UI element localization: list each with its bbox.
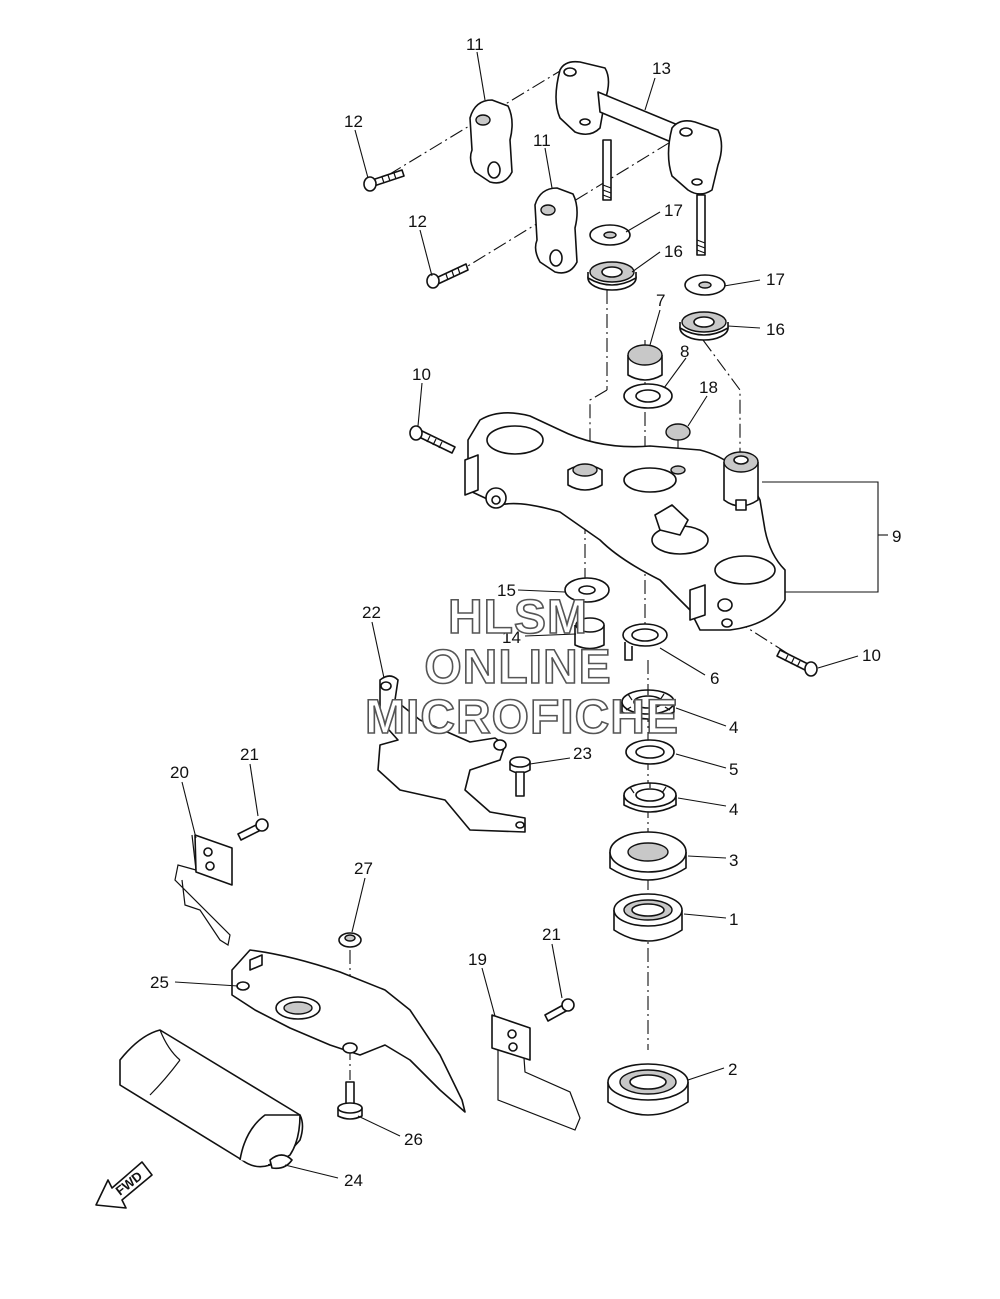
part-24-rubber-cover bbox=[119, 1029, 304, 1170]
part-4-ring-nut-lower bbox=[623, 782, 677, 813]
callout-12: 12 bbox=[408, 212, 427, 231]
callout-24: 24 bbox=[344, 1171, 363, 1190]
callout-labels: 11 13 12 11 12 17 16 17 16 7 8 18 10 9 1… bbox=[150, 35, 901, 1190]
callout-12: 12 bbox=[344, 112, 363, 131]
callout-27: 27 bbox=[354, 859, 373, 878]
part-13-handlebar-holder bbox=[555, 60, 723, 256]
part-4-ring-nut-upper bbox=[621, 689, 675, 720]
part-16-damper-right bbox=[679, 311, 729, 341]
part-23-bolt bbox=[509, 756, 531, 797]
callout-21: 21 bbox=[240, 745, 259, 764]
part-2-lower-bearing bbox=[607, 1063, 689, 1116]
part-9-rubber-mount bbox=[723, 451, 759, 511]
part-14-nut bbox=[574, 617, 605, 650]
part-20-wire-bracket bbox=[174, 834, 233, 946]
part-6-lock-washer bbox=[622, 623, 668, 661]
part-16-damper-left bbox=[587, 261, 637, 291]
callout-22: 22 bbox=[362, 603, 381, 622]
callout-5: 5 bbox=[729, 760, 738, 779]
watermark-line-1: HLSM bbox=[448, 591, 588, 644]
leader-lines bbox=[174, 51, 888, 1179]
callout-25: 25 bbox=[150, 973, 169, 992]
callout-19: 19 bbox=[468, 950, 487, 969]
watermark-line-3: MICROFICHE bbox=[365, 691, 679, 744]
part-22-bracket bbox=[377, 675, 526, 833]
part-12-bolt-bottom bbox=[426, 263, 469, 289]
callout-26: 26 bbox=[404, 1130, 423, 1149]
callout-11: 11 bbox=[533, 131, 551, 150]
callout-9: 9 bbox=[892, 527, 901, 546]
part-11-lower-holder-bottom bbox=[534, 187, 578, 274]
upper-bracket-crown bbox=[464, 412, 786, 631]
callout-21: 21 bbox=[542, 925, 561, 944]
part-10-bolt-left bbox=[409, 425, 456, 454]
callout-20: 20 bbox=[170, 763, 189, 782]
part-8-washer bbox=[623, 383, 673, 409]
part-19-wire-bracket bbox=[491, 1014, 581, 1131]
forward-direction-arrow: FWD bbox=[95, 1161, 153, 1209]
part-17-washer-right bbox=[684, 274, 726, 296]
part-17-washer-left bbox=[589, 224, 631, 246]
callout-17: 17 bbox=[766, 270, 785, 289]
part-15-washer bbox=[564, 577, 610, 603]
part-21-bolt-right bbox=[544, 998, 575, 1022]
callout-6: 6 bbox=[710, 669, 719, 688]
part-7-cap-nut bbox=[627, 344, 663, 381]
part-10-bolt-right bbox=[776, 649, 818, 677]
callout-11: 11 bbox=[466, 35, 484, 54]
callout-3: 3 bbox=[729, 851, 738, 870]
callout-23: 23 bbox=[573, 744, 592, 763]
part-18-cap bbox=[665, 423, 691, 441]
part-25-plate bbox=[231, 949, 466, 1113]
part-12-bolt-top bbox=[363, 169, 405, 192]
callout-16: 16 bbox=[766, 320, 785, 339]
callout-10: 10 bbox=[862, 646, 881, 665]
callout-14: 14 bbox=[502, 628, 521, 647]
part-11-lower-holder-top bbox=[469, 99, 513, 184]
callout-16: 16 bbox=[664, 242, 683, 261]
callout-2: 2 bbox=[728, 1060, 737, 1079]
callout-15: 15 bbox=[497, 581, 516, 600]
part-1-upper-bearing bbox=[613, 893, 683, 942]
part-21-bolt-left bbox=[237, 818, 269, 841]
callout-1: 1 bbox=[729, 910, 738, 929]
callout-7: 7 bbox=[656, 291, 665, 310]
part-26-bolt bbox=[337, 1081, 363, 1120]
part-5-washer bbox=[625, 739, 675, 765]
watermark: HLSM ONLINE MICROFICHE bbox=[364, 590, 679, 745]
part-27-grommet bbox=[338, 932, 362, 948]
callout-17: 17 bbox=[664, 201, 683, 220]
callout-4: 4 bbox=[729, 800, 738, 819]
part-3-bearing-cover bbox=[609, 831, 687, 881]
callout-4: 4 bbox=[729, 718, 738, 737]
callout-13: 13 bbox=[652, 59, 671, 78]
callout-8: 8 bbox=[680, 342, 689, 361]
callout-10: 10 bbox=[412, 365, 431, 384]
watermark-line-2: ONLINE bbox=[424, 641, 611, 694]
callout-18: 18 bbox=[699, 378, 718, 397]
